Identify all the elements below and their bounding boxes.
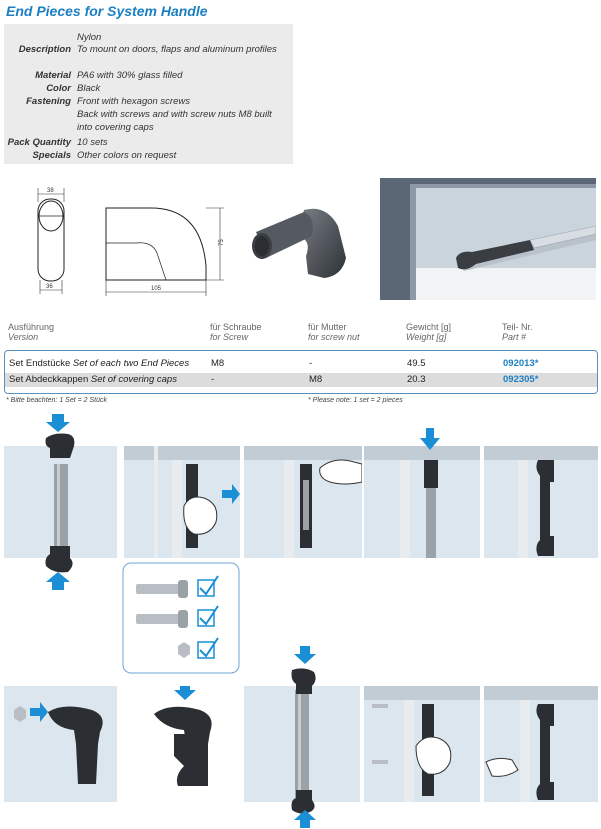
- arrow-down-icon: [46, 414, 70, 432]
- header-screw: für Schraube for Screw: [210, 322, 262, 342]
- step-3-panel: [244, 446, 362, 558]
- product-table: Set Endstücke Set of each two End Pieces…: [4, 350, 598, 394]
- step-8-parts: [291, 646, 316, 828]
- dim-105-label: 105: [151, 286, 162, 292]
- spec-value: Other colors on request: [77, 150, 177, 161]
- dim-75-label: 75: [219, 239, 225, 246]
- step-7-panel: [124, 686, 240, 802]
- table-row: Set Endstücke Set of each two End Pieces…: [5, 357, 597, 371]
- spec-label: Color: [46, 83, 71, 94]
- arrow-up-icon: [294, 810, 316, 828]
- end-piece-product-image: [252, 208, 346, 278]
- spec-label: Description: [18, 44, 71, 55]
- header-nut: für Mutter for screw nut: [308, 322, 360, 342]
- nut-cell: M8: [309, 374, 323, 385]
- spec-label: Material: [35, 70, 71, 81]
- table-row: Set Abdeckkappen Set of covering caps - …: [5, 373, 597, 387]
- spec-value: PA6 with 30% glass filled: [77, 70, 183, 81]
- check-icon: [197, 575, 219, 597]
- step-9-panel: [364, 686, 480, 802]
- spec-label: Pack Quantity: [7, 137, 71, 148]
- spec-value: Nylon: [77, 32, 102, 43]
- screw-cell: M8: [211, 358, 225, 369]
- note-english: * Please note: 1 set = 2 pieces: [308, 397, 403, 404]
- part-number-link[interactable]: 092305*: [503, 374, 539, 385]
- spec-value: Black: [77, 83, 101, 94]
- step-2-panel: [124, 446, 240, 558]
- arrow-down-icon: [294, 646, 316, 664]
- check-icon: [197, 605, 219, 627]
- table-header: Ausführung Version für Schraube for Scre…: [6, 322, 598, 348]
- spec-value: Back with screws and with screw nuts M8 …: [77, 109, 272, 120]
- dim-36-label: 36: [46, 284, 53, 290]
- step-10-panel: [484, 686, 598, 802]
- weight-cell: 49.5: [407, 358, 426, 369]
- spec-value: To mount on doors, flaps and aluminum pr…: [77, 44, 277, 55]
- header-version: Ausführung Version: [8, 322, 55, 342]
- step-1-parts: [45, 414, 75, 590]
- step-6-panel: [4, 686, 117, 802]
- check-icon: [197, 637, 219, 659]
- version-cell: Set Endstücke Set of each two End Pieces: [9, 358, 190, 369]
- step-4-panel: [364, 446, 480, 558]
- nut-cell: -: [309, 358, 313, 369]
- page-title: End Pieces for System Handle: [6, 3, 208, 19]
- screws-callout: [122, 562, 240, 674]
- weight-cell: 20.3: [407, 374, 426, 385]
- screw-cell: -: [211, 374, 215, 385]
- arrow-down-icon: [420, 428, 440, 450]
- version-cell: Set Abdeckkappen Set of covering caps: [9, 374, 177, 385]
- header-part: Teil- Nr. Part #: [502, 322, 533, 342]
- step-1-panel: [4, 446, 117, 558]
- installed-handle-photo: [380, 178, 596, 300]
- header-weight: Gewicht [g] Weight [g]: [406, 322, 452, 342]
- arrow-up-icon: [46, 572, 70, 590]
- part-number-link[interactable]: 092013*: [503, 358, 539, 369]
- side-view-drawing: 75 105: [105, 207, 225, 296]
- front-view-drawing: 38 36: [37, 188, 65, 294]
- spec-value: Front with hexagon screws: [77, 96, 190, 107]
- step-8-panel: [244, 686, 360, 802]
- spec-value: into covering caps: [77, 122, 154, 133]
- spec-label: Specials: [32, 150, 71, 161]
- spec-label: Fastening: [26, 96, 71, 107]
- step-5-panel: [484, 446, 598, 558]
- note-german: * Bitte beachten: 1 Set = 2 Stück: [6, 397, 107, 404]
- spec-value: 10 sets: [77, 137, 108, 148]
- dim-38-label: 38: [47, 188, 54, 194]
